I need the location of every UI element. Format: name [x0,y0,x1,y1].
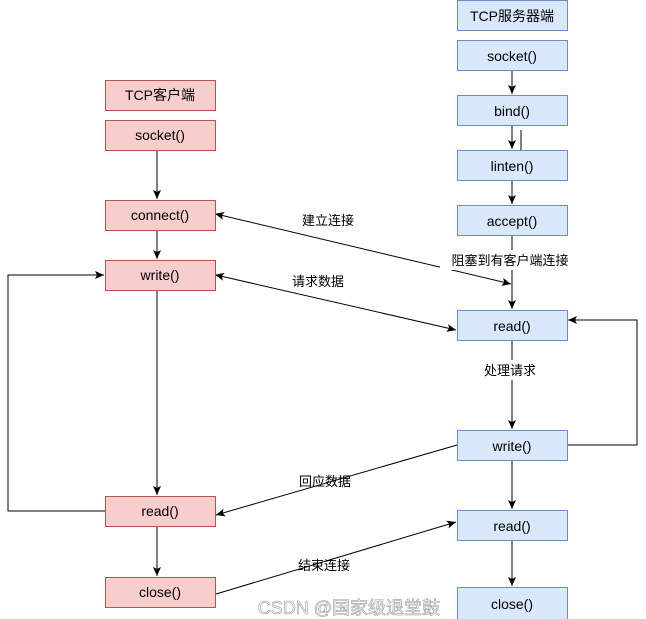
label-request-data: 请求数据 [292,274,344,289]
client-read-box: read() [105,496,216,527]
client-write-label: write() [140,267,180,283]
edge-client-loop [7,271,105,512]
server-column: TCP服务器端 socket() bind() linten() accept(… [457,0,568,619]
label-establish-connection: 建立连接 [302,213,354,228]
client-socket-label: socket() [135,127,185,143]
label-process-request: 处理请求 [484,363,536,378]
watermark: CSDN @国家级退堂鼓 [258,598,440,618]
server-bind-label: bind() [494,103,530,119]
edge-establish-connection [215,211,512,286]
edge-server-loop [567,316,638,446]
server-read-label: read() [493,318,530,334]
label-blocking: 阻塞到有客户端连接 [451,253,568,268]
edge-request-data [215,272,457,332]
server-accept-box: accept() [457,205,568,236]
client-title: TCP客户端 [125,87,195,103]
client-close-box: close() [105,577,216,608]
server-close-box: close() [457,587,568,619]
edge-response-data [215,444,458,517]
edge-close-connection [215,520,457,595]
server-close-label: close() [491,596,533,612]
client-close-label: close() [139,584,181,600]
server-write-label: write() [492,438,532,454]
server-read2-label: read() [493,518,530,534]
server-bind-box: bind() [457,95,568,126]
server-read-box: read() [457,310,568,341]
client-connect-label: connect() [131,207,189,223]
server-listen-box: linten() [457,150,568,181]
label-end-connection: 结束连接 [298,558,350,573]
server-read2-box: read() [457,510,568,541]
server-socket-label: socket() [487,48,537,64]
client-write-box: write() [105,260,216,291]
server-write-box: write() [457,430,568,461]
server-listen-label: linten() [491,158,534,174]
client-connect-box: connect() [105,200,216,231]
client-title-box: TCP客户端 [105,80,216,111]
edges [7,70,638,595]
client-column: TCP客户端 socket() connect() write() read()… [105,80,216,608]
label-response-data: 回应数据 [299,474,351,489]
server-accept-label: accept() [487,213,538,229]
server-socket-box: socket() [457,40,568,71]
server-title-box: TCP服务器端 [457,0,568,31]
client-read-label: read() [141,503,178,519]
client-socket-box: socket() [105,120,216,151]
server-title: TCP服务器端 [470,8,554,24]
